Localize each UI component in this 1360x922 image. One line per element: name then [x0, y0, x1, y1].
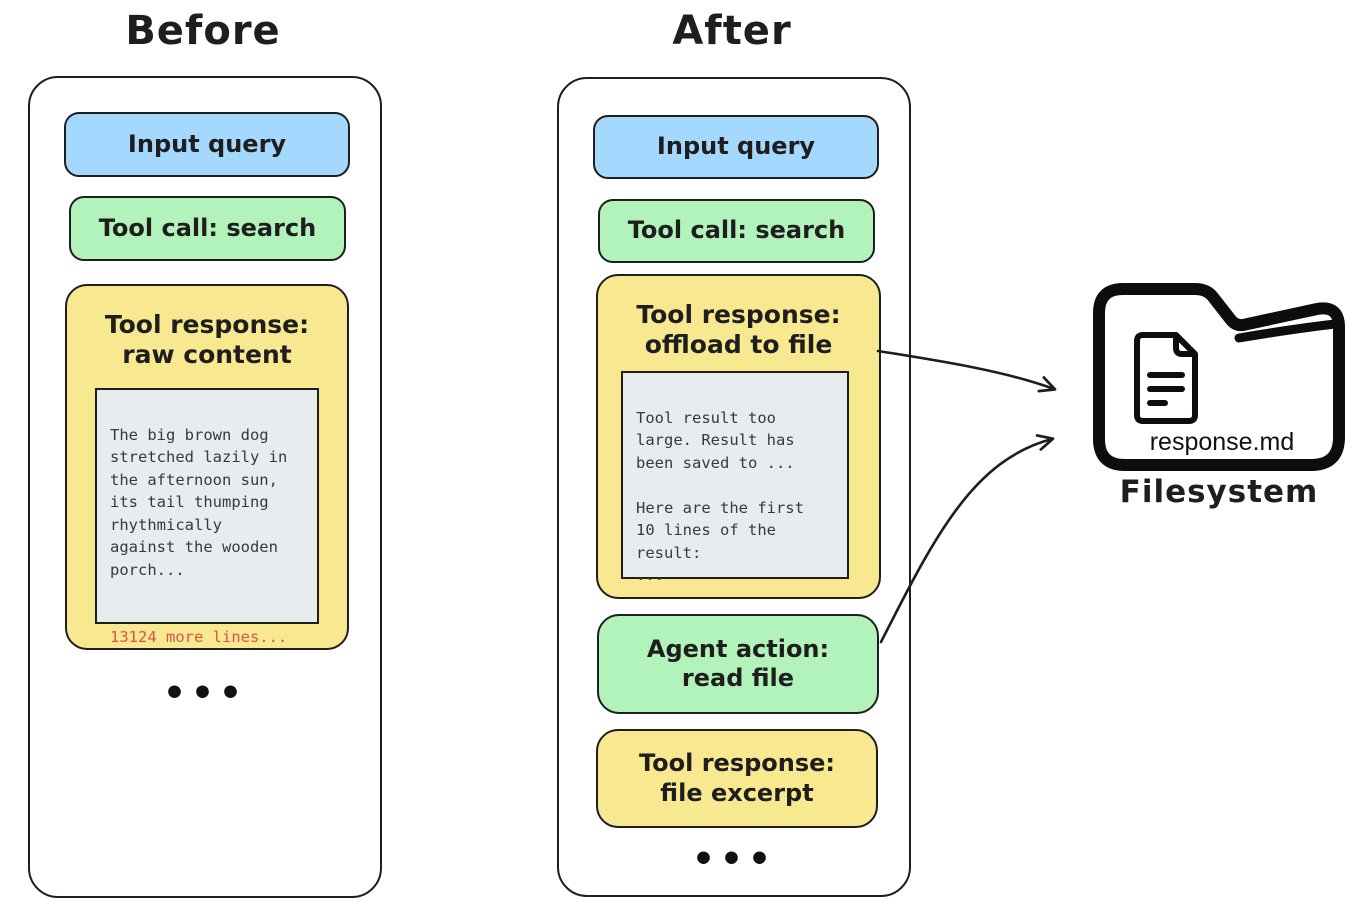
after-file-excerpt-box: Tool response: file excerpt: [596, 729, 878, 828]
before-tool-call-label: Tool call: search: [98, 213, 317, 242]
after-tool-response-box: Tool response: offload to file Tool resu…: [596, 274, 881, 599]
after-tool-call-box: Tool call: search: [598, 199, 875, 263]
file-name-label: response.md: [1150, 428, 1295, 456]
before-tool-response-title: Tool response: raw content: [104, 310, 310, 369]
after-context-window: Input query Tool call: search Tool respo…: [557, 77, 911, 897]
before-title: Before: [125, 8, 281, 54]
after-file-excerpt-label: Tool response: file excerpt: [638, 749, 836, 807]
after-offload-snippet: Tool result too large. Result has been s…: [621, 371, 849, 584]
before-context-window: Input query Tool call: search Tool respo…: [28, 76, 382, 898]
before-raw-content-snippet: The big brown dog stretched lazily in th…: [95, 388, 319, 646]
before-input-query-box: Input query: [64, 112, 350, 177]
filesystem-label: Filesystem: [1119, 474, 1319, 510]
folder-flap-line: [1234, 319, 1340, 343]
folder-icon: response.md: [1093, 283, 1345, 471]
before-input-query-label: Input query: [127, 129, 287, 158]
before-ellipsis: •••: [162, 673, 248, 714]
after-ellipsis: •••: [691, 839, 777, 880]
offload-snippet-text: Tool result too large. Result has been s…: [636, 408, 804, 585]
after-tool-call-label: Tool call: search: [627, 216, 846, 245]
after-agent-action-label: Agent action: read file: [646, 634, 830, 692]
after-input-query-label: Input query: [656, 132, 816, 161]
after-title: After: [672, 8, 792, 54]
more-lines-text: 13124 more lines...: [110, 627, 288, 646]
after-tool-response-title: Tool response: offload to file: [636, 300, 841, 359]
before-tool-call-box: Tool call: search: [69, 196, 346, 261]
raw-snippet-text: The big brown dog stretched lazily in th…: [110, 425, 288, 579]
after-agent-action-box: Agent action: read file: [597, 614, 879, 714]
folder-outline: [1093, 283, 1345, 471]
after-input-query-box: Input query: [593, 115, 879, 179]
document-icon: [1134, 332, 1198, 424]
before-tool-response-box: Tool response: raw content The big brown…: [65, 284, 349, 650]
